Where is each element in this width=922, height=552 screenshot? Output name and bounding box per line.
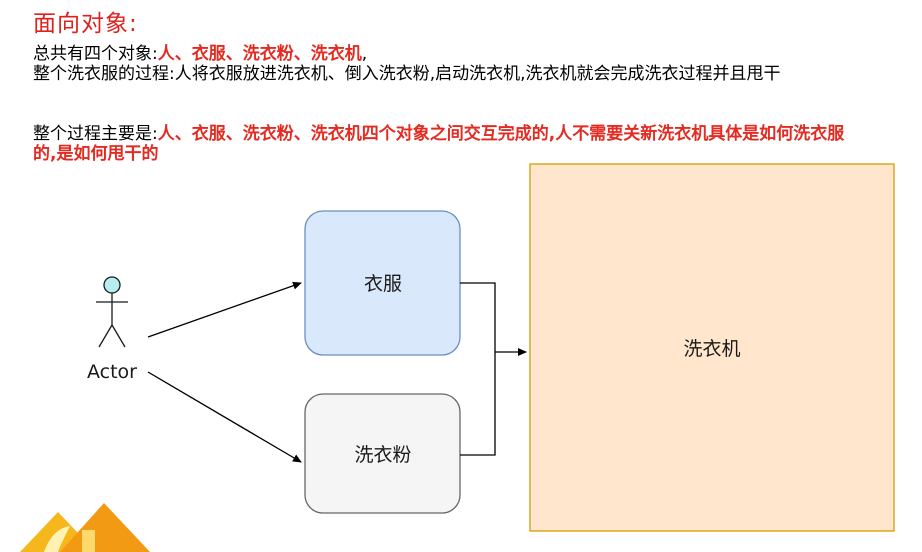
page-title: 面向对象: <box>33 11 138 37</box>
clothes-node: 衣服 <box>304 210 461 356</box>
clothes-to-washer-connector <box>460 282 496 352</box>
process-line: 整个洗衣服的过程:人将衣服放进洗衣机、倒入洗衣粉,启动洗衣机,洗衣机就会完成洗衣… <box>33 64 781 84</box>
actor-icon <box>96 276 128 348</box>
objects-line: 总共有四个对象:人、衣服、洗衣粉、洗衣机, <box>33 44 853 64</box>
objects-line-prefix: 总共有四个对象: <box>33 44 158 64</box>
gift-icon <box>20 503 150 552</box>
clothes-node-label: 衣服 <box>364 273 402 295</box>
washer-node: 洗衣机 <box>529 163 895 532</box>
summary-line-highlight: 人、衣服、洗衣粉、洗衣机四个对象之间交互完成的,人不需要关新洗衣机具体是如何洗衣… <box>33 124 845 164</box>
summary-line-prefix: 整个过程主要是: <box>33 124 158 144</box>
detergent-to-washer-connector <box>460 352 496 456</box>
objects-line-highlight: 人、衣服、洗衣粉、洗衣机 <box>157 44 362 64</box>
summary-line: 整个过程主要是:人、衣服、洗衣粉、洗衣机四个对象之间交互完成的,人不需要关新洗衣… <box>33 124 853 164</box>
detergent-node-label: 洗衣粉 <box>354 444 411 466</box>
detergent-node: 洗衣粉 <box>304 393 461 514</box>
actor-to-clothes-arrow <box>147 281 302 338</box>
actor-to-detergent-arrow <box>147 371 302 463</box>
actor-label: Actor <box>87 361 137 383</box>
objects-line-suffix: , <box>361 44 368 64</box>
washer-node-label: 洗衣机 <box>683 338 740 360</box>
